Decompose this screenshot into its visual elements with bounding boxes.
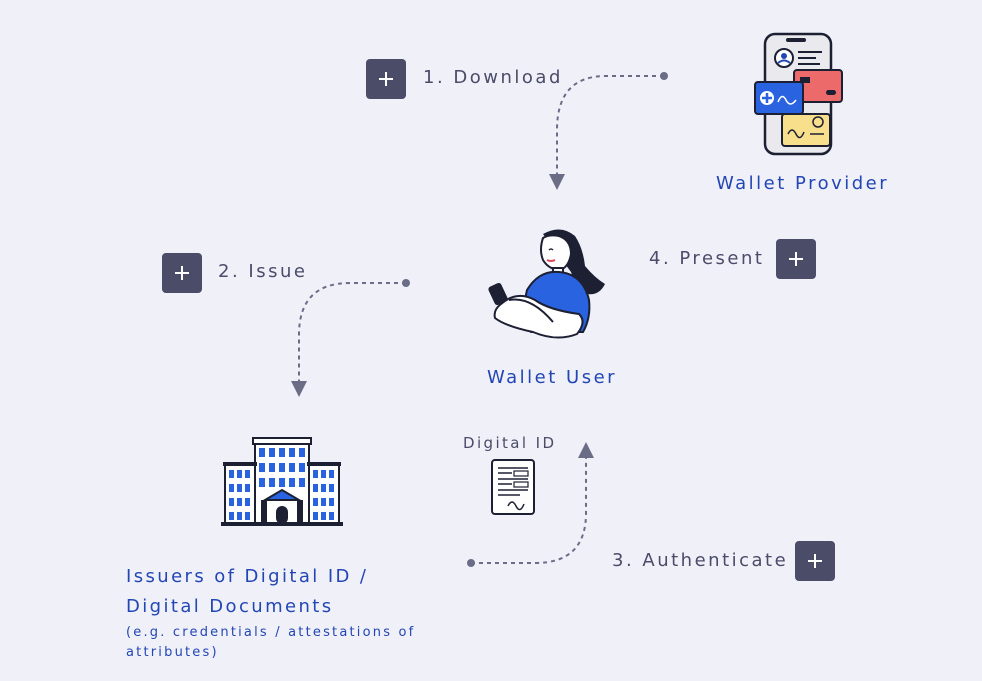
authenticate-connector (467, 442, 594, 567)
issuer-subtitle-line2: attributes) (126, 645, 219, 660)
digital-id-label: Digital ID (463, 434, 557, 452)
wallet-user-icon (488, 229, 605, 339)
issuer-subtitle-line1: (e.g. credentials / attestations of (126, 625, 416, 640)
issuer-building-icon (221, 437, 343, 526)
issuer-title: Issuers of Digital ID / Digital Document… (126, 562, 426, 622)
plus-icon (808, 554, 822, 568)
authenticate-expand-button[interactable] (795, 541, 835, 581)
present-expand-button[interactable] (776, 239, 816, 279)
step-download-label: 1. Download (423, 67, 563, 88)
issuer-title-line2: Digital Documents (126, 596, 334, 617)
digital-id-document-icon (491, 459, 535, 515)
phone-wallet-icon (754, 32, 843, 156)
issuer-subtitle: (e.g. credentials / attestations of attr… (126, 623, 426, 663)
download-expand-button[interactable] (366, 59, 406, 99)
step-issue-label: 2. Issue (218, 261, 308, 282)
step-present-label: 4. Present (649, 248, 765, 269)
download-connector (549, 72, 668, 190)
issue-connector (291, 279, 410, 397)
plus-icon (175, 266, 189, 280)
step-authenticate-label: 3. Authenticate (612, 550, 789, 571)
wallet-provider-label: Wallet Provider (716, 173, 890, 194)
plus-icon (789, 252, 803, 266)
wallet-user-label: Wallet User (487, 367, 618, 388)
issue-expand-button[interactable] (162, 253, 202, 293)
issuer-title-line1: Issuers of Digital ID / (126, 566, 369, 587)
plus-icon (379, 72, 393, 86)
